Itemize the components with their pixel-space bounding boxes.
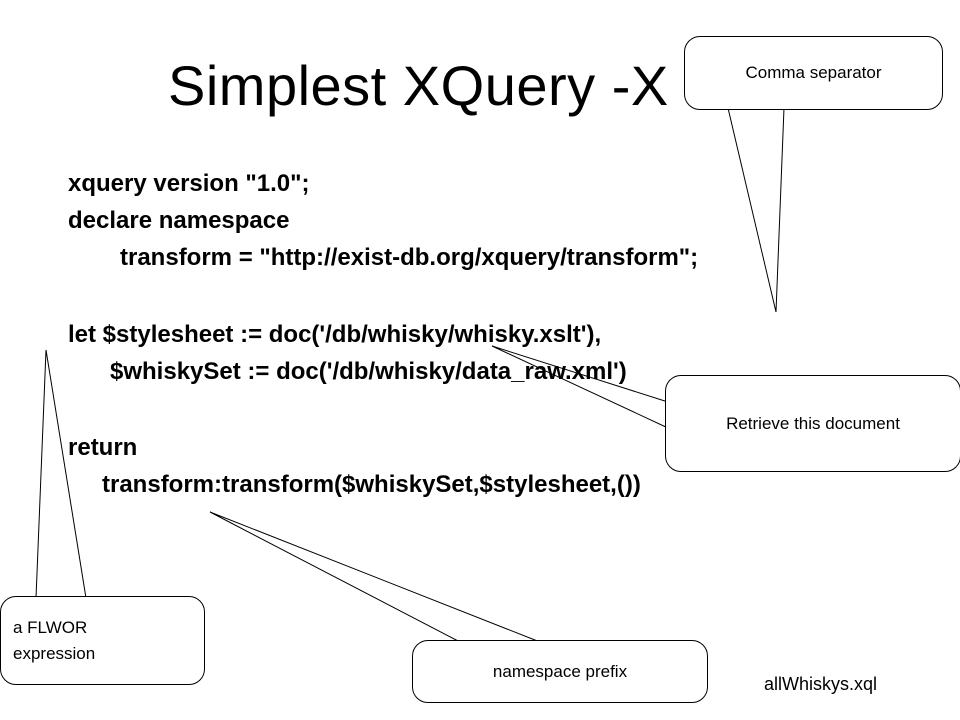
callout-comma-separator-text: Comma separator <box>745 63 882 82</box>
comma-separator-pointer <box>727 107 785 313</box>
slide-title: Simplest XQuery -X <box>168 54 669 117</box>
code-line-let-stylesheet: let $stylesheet := doc('/db/whisky/whisk… <box>68 321 602 348</box>
namespace-prefix-pointer <box>209 511 541 643</box>
code-line-xquery-version: xquery version "1.0"; <box>68 170 310 197</box>
file-name-label: allWhiskys.xql <box>764 674 878 694</box>
callout-namespace-prefix: namespace prefix <box>412 640 708 703</box>
callout-flwor-line2: expression <box>13 644 96 663</box>
code-line-transform-namespace: transform = "http://exist-db.org/xquery/… <box>120 244 699 271</box>
callout-flwor-line1: a FLWOR <box>13 618 88 637</box>
code-line-declare-namespace: declare namespace <box>68 207 290 234</box>
callout-flwor-expression: a FLWOR expression <box>0 596 205 685</box>
code-line-transform-call: transform:transform($whiskySet,$styleshe… <box>102 471 641 498</box>
flwor-pointer <box>35 349 87 599</box>
code-line-whiskyset: $whiskySet := doc('/db/whisky/data_raw.x… <box>110 358 627 385</box>
code-line-return: return <box>68 434 138 461</box>
callout-comma-separator: Comma separator <box>684 36 943 110</box>
callout-retrieve-document: Retrieve this document <box>665 375 960 472</box>
callout-namespace-prefix-text: namespace prefix <box>492 661 628 681</box>
callout-retrieve-document-text: Retrieve this document <box>726 413 900 433</box>
retrieve-document-pointer <box>491 345 669 429</box>
